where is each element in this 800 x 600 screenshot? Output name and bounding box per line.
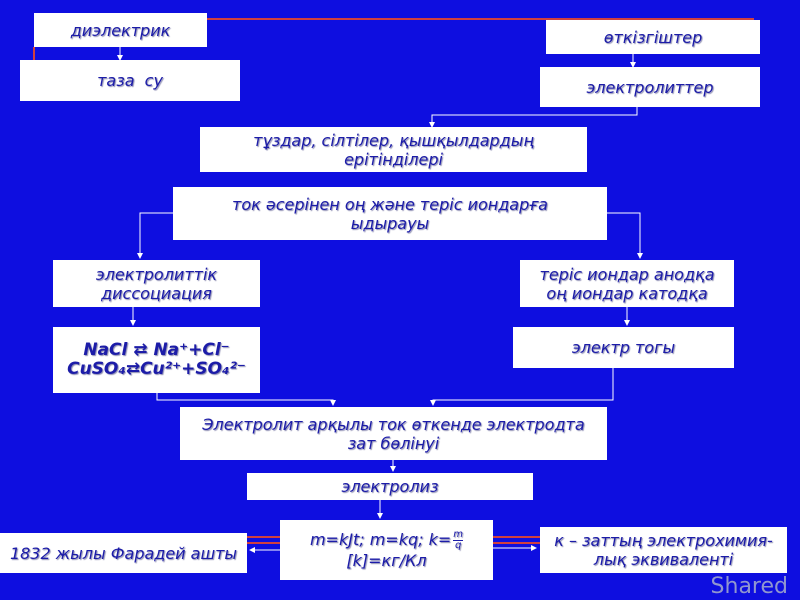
node-conductors: өткізгіштер — [546, 20, 760, 54]
node-label: к – заттың электрохимия- — [554, 531, 773, 550]
node-pure-water: таза су — [20, 60, 240, 101]
numerator: m — [453, 529, 464, 541]
node-reactions: NaCl ⇄ Na⁺+Cl⁻CuSO₄⇄Cu²⁺+SO₄²⁻ — [53, 327, 260, 393]
node-label: лық эквиваленті — [593, 550, 734, 569]
node-label: ток әсерінен оң және теріс иондарға — [232, 194, 548, 214]
node-label: өткізгіштер — [603, 27, 703, 47]
watermark: Shared — [710, 574, 788, 599]
node-label: NaCl ⇄ Na⁺+Cl⁻ — [83, 340, 230, 360]
node-dielectric: диэлектрик — [34, 13, 207, 47]
node-label: диэлектрик — [70, 20, 171, 40]
node-label: диссоциация — [101, 283, 212, 303]
node-label: теріс иондар анодқа — [539, 264, 715, 284]
node-equivalent: к – заттың электрохимия-лық эквиваленті — [540, 527, 787, 573]
node-label: таза су — [97, 71, 163, 90]
node-electrolysis: электролиз — [247, 473, 533, 500]
node-label: тұздар, сілтілер, қышқылдардың — [253, 130, 534, 150]
node-label: ыдырауы — [350, 213, 430, 233]
node-label: зат бөлінуі — [347, 433, 440, 453]
node-label: m=kJt; m=kq; k= — [309, 530, 452, 549]
node-label: электр тогы — [571, 338, 676, 357]
denominator: q — [454, 540, 462, 551]
node-electrolytes: электролиттер — [540, 67, 760, 107]
node-label: Электролит арқылы ток өткенде электродта — [202, 414, 585, 434]
node-label: 1832 жылы Фарадей ашты — [9, 543, 238, 563]
node-deposition: Электролит арқылы ток өткенде электродта… — [180, 407, 607, 460]
node-current: электр тогы — [513, 327, 734, 368]
node-label: ерітінділері — [344, 149, 443, 169]
node-label: [k]=кг/Кл — [346, 551, 427, 570]
node-label: электролиттер — [586, 77, 714, 97]
node-label: электролиттік — [95, 264, 218, 284]
node-label: электролиз — [341, 477, 439, 496]
node-faraday: 1832 жылы Фарадей ашты — [0, 533, 247, 573]
node-label: CuSO₄⇄Cu²⁺+SO₄²⁻ — [67, 359, 246, 379]
node-label: оң иондар катодқа — [546, 283, 708, 303]
